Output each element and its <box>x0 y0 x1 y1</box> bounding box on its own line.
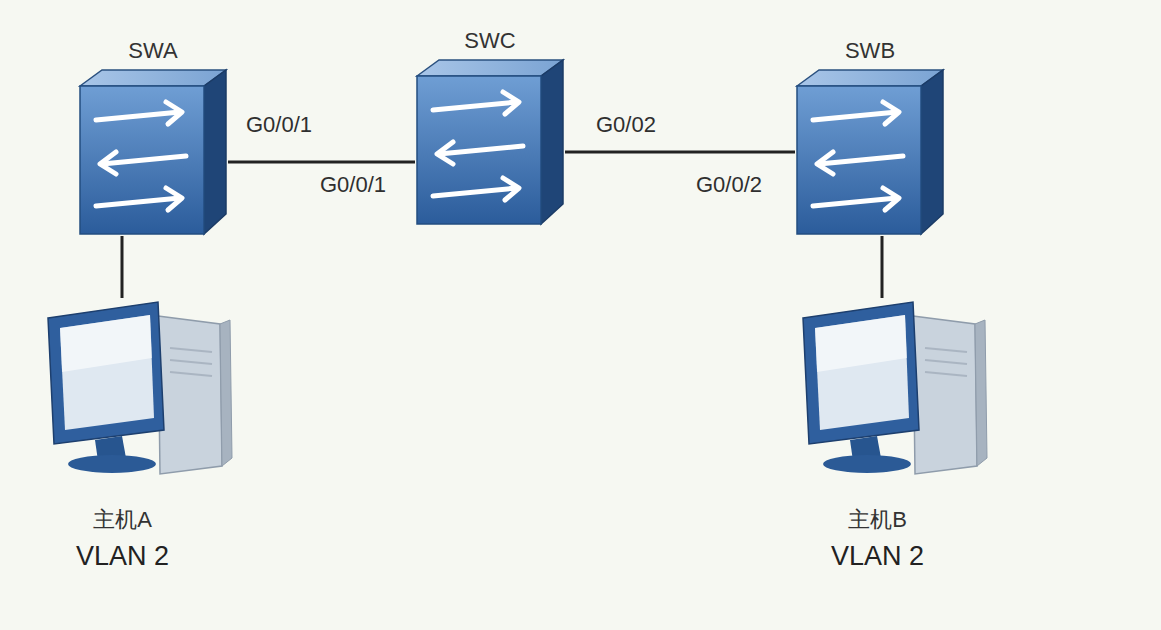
host-name: 主机A <box>40 505 205 535</box>
link-line <box>228 162 415 163</box>
switch-node: SWB <box>795 38 945 236</box>
switch-icon <box>415 58 565 226</box>
computer-icon <box>40 298 235 483</box>
host-node: 主机A VLAN 2 <box>40 298 235 573</box>
port-label: G0/0/1 <box>318 172 388 198</box>
switch-node: SWC <box>415 28 565 226</box>
host-name: 主机B <box>795 505 960 535</box>
link-line <box>565 152 795 153</box>
link-line <box>882 236 883 298</box>
switch-name: SWC <box>415 28 565 54</box>
switch-node: SWA <box>78 38 228 236</box>
vlan-label: VLAN 2 <box>40 539 205 573</box>
vlan-label: VLAN 2 <box>795 539 960 573</box>
switch-name: SWB <box>795 38 945 64</box>
host-node: 主机B VLAN 2 <box>795 298 990 573</box>
port-label: G0/0/1 <box>244 112 314 138</box>
switch-icon <box>795 68 945 236</box>
switch-icon <box>78 68 228 236</box>
port-label: G0/0/2 <box>694 172 764 198</box>
link-line <box>122 236 123 298</box>
computer-icon <box>795 298 990 483</box>
switch-name: SWA <box>78 38 228 64</box>
port-label: G0/02 <box>594 112 658 138</box>
